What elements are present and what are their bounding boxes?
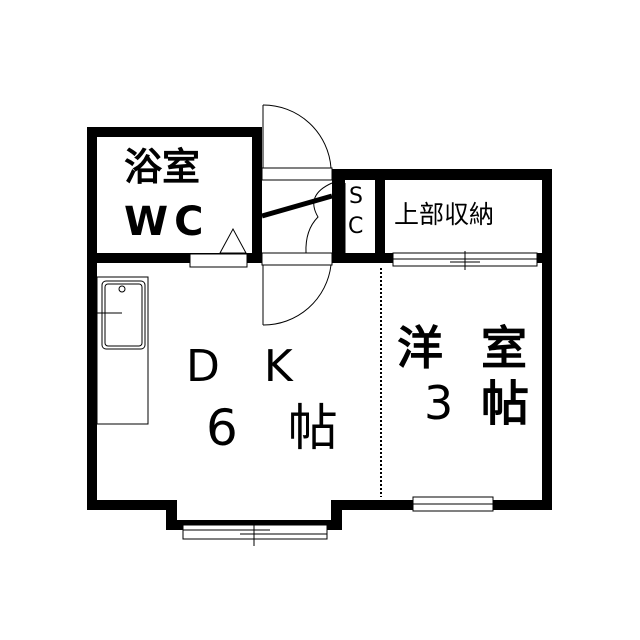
western-label-1: 洋: [397, 321, 443, 375]
windows: [182, 227, 538, 546]
dk-door-arc: [262, 264, 332, 326]
western-label-2: 室: [481, 321, 527, 375]
western-size-unit: 帖: [481, 376, 530, 432]
kitchen-sink: [96, 276, 149, 425]
storage-label: 上部収納: [394, 200, 495, 229]
sc-label-c: C: [348, 214, 364, 239]
western-size-num: 3: [424, 376, 454, 430]
divider-line: [261, 193, 333, 219]
doors: [261, 104, 346, 326]
wc-label: WC: [124, 199, 210, 245]
bath-label: 浴室: [124, 145, 201, 189]
entrance-door-arc: [262, 104, 332, 169]
sc-label-s: S: [349, 184, 363, 209]
vent-triangle: [219, 227, 247, 254]
dk-window: [182, 524, 328, 540]
dk-size-label: 6 帖: [206, 399, 338, 457]
dk-label: D K: [186, 341, 293, 392]
bath-window: [189, 253, 248, 268]
sc-door-arc: [305, 182, 333, 254]
